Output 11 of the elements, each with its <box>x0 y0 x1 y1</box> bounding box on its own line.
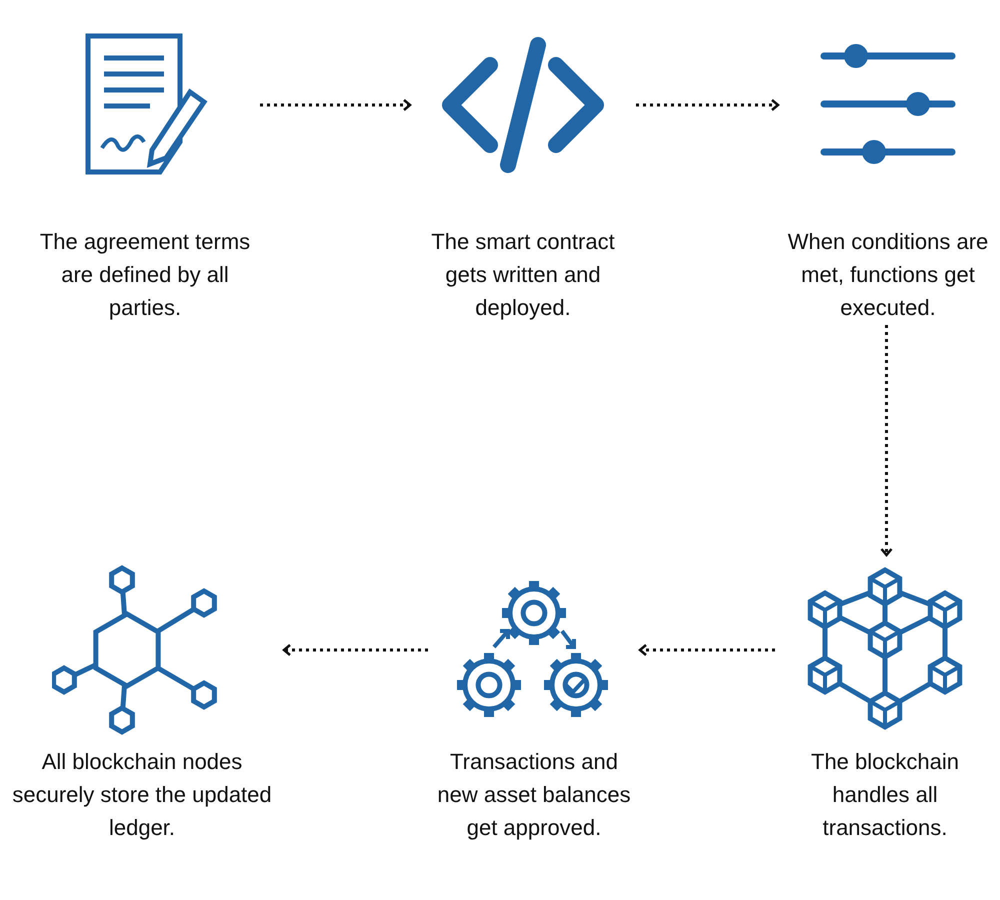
step-caption: The blockchain handles all transactions. <box>810 748 960 842</box>
step-caption: The agreement terms are defined by all parties. <box>38 228 252 322</box>
arrow <box>636 98 780 112</box>
step-caption: All blockchain nodes securely store the updated ledger. <box>11 748 273 842</box>
step-caption: When conditions are met, functions get executed. <box>786 228 990 322</box>
arrow <box>282 644 428 656</box>
step-caption: The smart contract gets written and deployed. <box>430 228 616 322</box>
arrow <box>260 98 412 112</box>
arrow <box>880 325 893 556</box>
step-caption: Transactions and new asset balances get approved. <box>436 748 632 842</box>
arrow <box>638 644 775 656</box>
